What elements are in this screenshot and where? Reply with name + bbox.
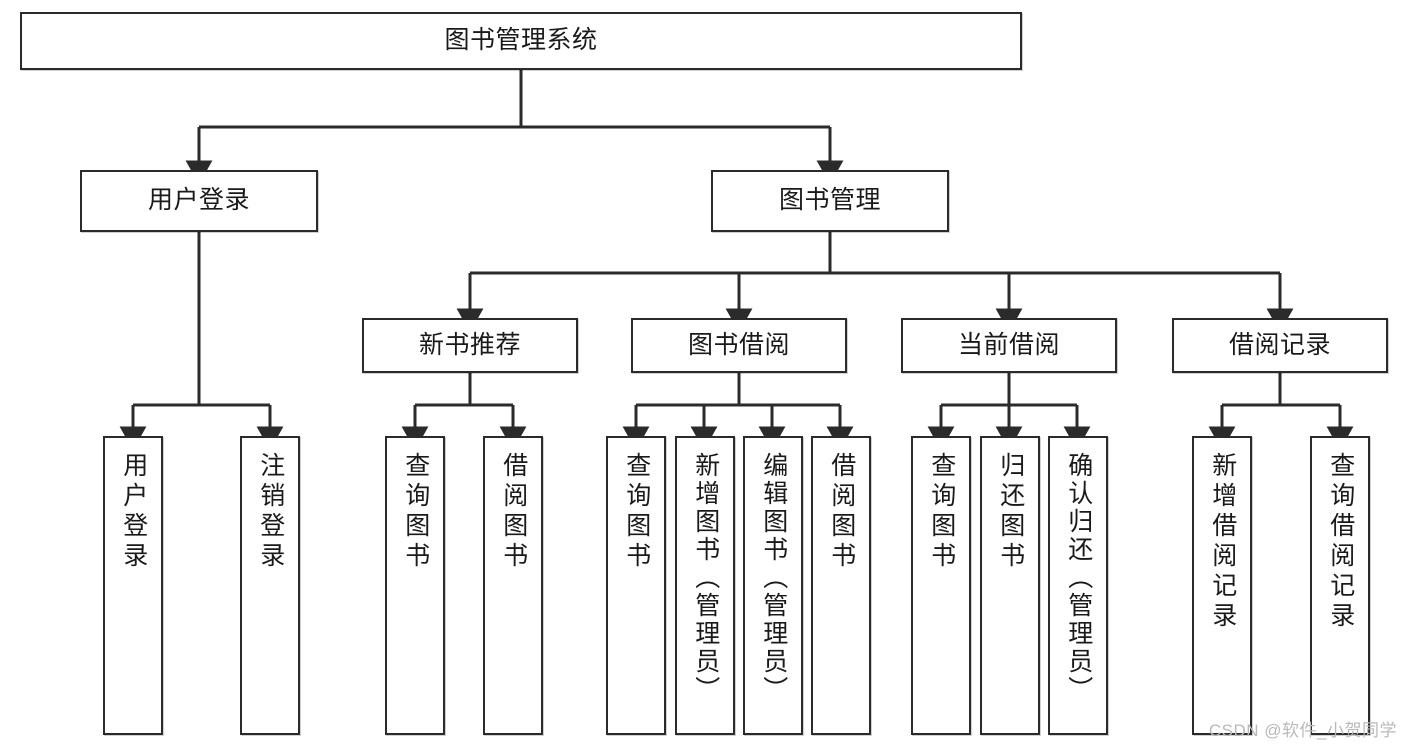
node-borrow-record[interactable]: 借阅记录 bbox=[1172, 318, 1388, 373]
leaf-borrow-query-book[interactable]: 查询图书 bbox=[606, 436, 666, 735]
node-root[interactable]: 图书管理系统 bbox=[20, 12, 1022, 70]
node-book-management[interactable]: 图书管理 bbox=[711, 170, 949, 232]
node-new-book-recommend-label: 新书推荐 bbox=[418, 330, 521, 359]
leaf-record-query-record[interactable]: 查询借阅记录 bbox=[1310, 436, 1370, 735]
leaf-current-query-book[interactable]: 查询图书 bbox=[911, 436, 971, 735]
leaf-current-confirm-return[interactable]: 确认归还（管理员） bbox=[1048, 436, 1108, 735]
node-book-management-label: 图书管理 bbox=[778, 186, 881, 215]
node-book-borrow-label: 图书借阅 bbox=[687, 330, 790, 359]
leaf-record-query-record-label: 查询借阅记录 bbox=[1326, 452, 1355, 632]
leaf-recommend-query-book[interactable]: 查询图书 bbox=[385, 436, 445, 735]
leaf-borrow-borrow-book[interactable]: 借阅图书 bbox=[811, 436, 871, 735]
leaf-borrow-add-book[interactable]: 新增图书（管理员） bbox=[675, 436, 735, 735]
leaf-current-return-book-label: 归还图书 bbox=[996, 452, 1025, 572]
leaf-borrow-edit-book[interactable]: 编辑图书（管理员） bbox=[743, 436, 803, 735]
watermark: CSDN @软件_小贺同学 bbox=[1208, 721, 1397, 740]
node-current-borrow[interactable]: 当前借阅 bbox=[901, 318, 1117, 373]
node-borrow-record-label: 借阅记录 bbox=[1228, 330, 1331, 359]
leaf-user-login-signin-label: 用户登录 bbox=[119, 452, 148, 572]
leaf-user-login-signout-label: 注销登录 bbox=[256, 452, 285, 572]
node-user-login-label: 用户登录 bbox=[147, 186, 250, 215]
leaf-recommend-borrow-book-label: 借阅图书 bbox=[499, 452, 528, 572]
leaf-recommend-query-book-label: 查询图书 bbox=[401, 452, 430, 572]
leaf-current-return-book[interactable]: 归还图书 bbox=[980, 436, 1040, 735]
node-current-borrow-label: 当前借阅 bbox=[957, 330, 1060, 359]
leaf-borrow-edit-book-label: 编辑图书（管理员） bbox=[759, 452, 788, 704]
leaf-user-login-signin[interactable]: 用户登录 bbox=[103, 436, 163, 735]
node-book-borrow[interactable]: 图书借阅 bbox=[631, 318, 847, 373]
leaf-borrow-add-book-label: 新增图书（管理员） bbox=[691, 452, 720, 704]
node-new-book-recommend[interactable]: 新书推荐 bbox=[362, 318, 578, 373]
node-root-label: 图书管理系统 bbox=[444, 26, 598, 55]
leaf-current-query-book-label: 查询图书 bbox=[927, 452, 956, 572]
leaf-borrow-query-book-label: 查询图书 bbox=[622, 452, 651, 572]
leaf-record-add-record[interactable]: 新增借阅记录 bbox=[1192, 436, 1252, 735]
leaf-recommend-borrow-book[interactable]: 借阅图书 bbox=[483, 436, 543, 735]
leaf-record-add-record-label: 新增借阅记录 bbox=[1208, 452, 1237, 632]
leaf-current-confirm-return-label: 确认归还（管理员） bbox=[1064, 452, 1093, 704]
leaf-user-login-signout[interactable]: 注销登录 bbox=[240, 436, 300, 735]
node-user-login[interactable]: 用户登录 bbox=[80, 170, 318, 232]
leaf-borrow-borrow-book-label: 借阅图书 bbox=[827, 452, 856, 572]
